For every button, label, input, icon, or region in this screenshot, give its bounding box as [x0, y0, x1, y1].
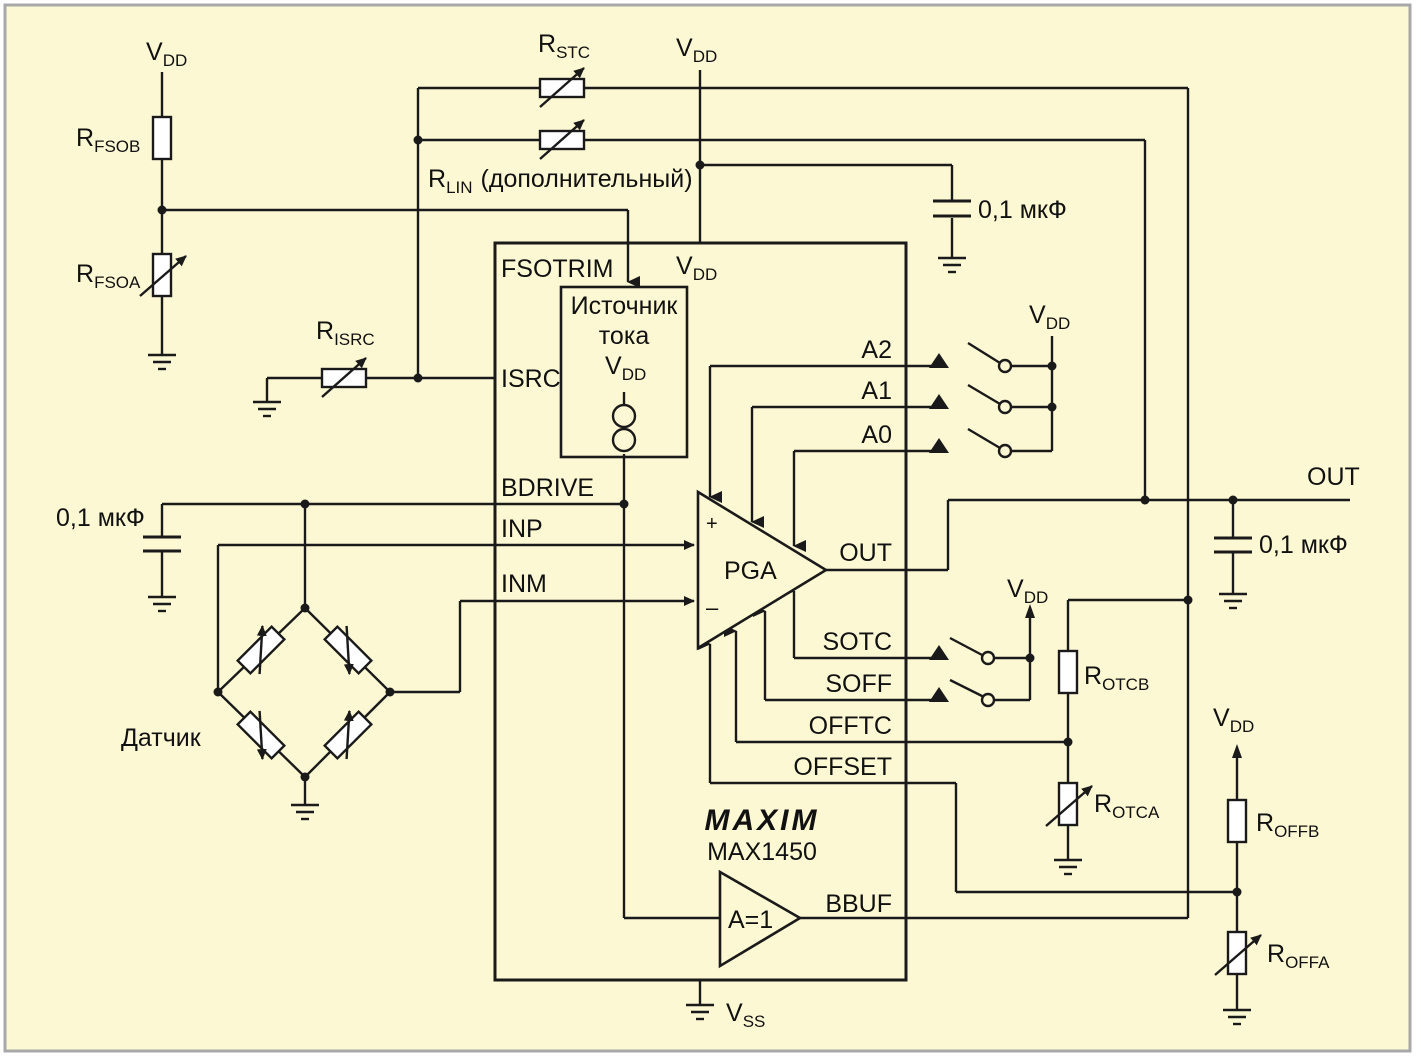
cap-label-right: 0,1 мкФ — [1259, 531, 1348, 559]
pin-inm: INM — [501, 570, 547, 598]
pin-fsotrim: FSOTRIM — [501, 255, 614, 283]
pin-offset: OFFSET — [793, 753, 892, 781]
switch-contacts — [980, 358, 1013, 708]
switch-triangles — [929, 353, 949, 702]
cap-label-top: 0,1 мкФ — [978, 196, 1067, 224]
pga-plus: + — [706, 513, 718, 535]
rfsob-label: RFSOB — [76, 124, 140, 156]
buffer-amplifier — [718, 869, 803, 969]
current-source-line3: VDD — [605, 352, 646, 384]
buffer-label: A=1 — [728, 906, 773, 934]
vdd-label-switches: VDD — [1029, 301, 1070, 333]
risrc-label: RISRC — [316, 317, 375, 349]
vdd-label-offset: VDD — [1213, 704, 1254, 736]
rotca-label: ROTCA — [1094, 790, 1160, 822]
pin-a2: A2 — [861, 336, 892, 364]
pin-a1: A1 — [861, 377, 892, 405]
pin-sotc: SOTC — [823, 628, 892, 656]
ground-symbols — [148, 256, 1251, 1026]
vdd-label-left: VDD — [146, 38, 187, 70]
rstc-label: RSTC — [538, 30, 590, 62]
rlin-label: RLIN(дополнительный) — [428, 165, 693, 197]
sensor-label: Датчик — [121, 724, 202, 752]
pga-amplifier — [696, 489, 829, 651]
rfsoa-label: RFSOA — [76, 260, 141, 292]
vdd-label-sotc: VDD — [1007, 575, 1048, 607]
junction-dots — [157, 135, 1242, 897]
vss-label: VSS — [726, 999, 765, 1031]
resistors — [139, 67, 1262, 976]
cap-label-left: 0,1 мкФ — [56, 504, 145, 532]
maxim-logo: MAXIM — [705, 804, 820, 837]
pin-offtc: OFFTC — [809, 712, 892, 740]
roffb-label: ROFFB — [1256, 809, 1319, 841]
pin-bdrive: BDRIVE — [501, 474, 594, 502]
pin-isrc: ISRC — [501, 365, 561, 393]
pin-soff: SOFF — [825, 670, 892, 698]
out-label: OUT — [1307, 463, 1360, 491]
vdd-arrows — [1025, 604, 1242, 758]
rotcb-label: ROTCB — [1084, 662, 1149, 694]
roffa-label: ROFFA — [1267, 940, 1330, 972]
sensor-bridge — [235, 624, 374, 761]
vdd-label-top: VDD — [676, 34, 717, 66]
pga-label: PGA — [724, 557, 777, 585]
current-source-icon — [611, 403, 637, 453]
pin-out: OUT — [839, 539, 892, 567]
pin-a0: A0 — [861, 421, 892, 449]
pin-bbuf: BBUF — [825, 890, 892, 918]
part-number: MAX1450 — [707, 838, 817, 866]
pga-minus: – — [706, 595, 719, 620]
current-source-line2: тока — [599, 322, 650, 350]
pin-inp: INP — [501, 515, 543, 543]
current-source-line1: Источник — [571, 292, 679, 320]
capacitors — [143, 199, 1252, 554]
vdd-label-chip: VDD — [676, 252, 717, 284]
